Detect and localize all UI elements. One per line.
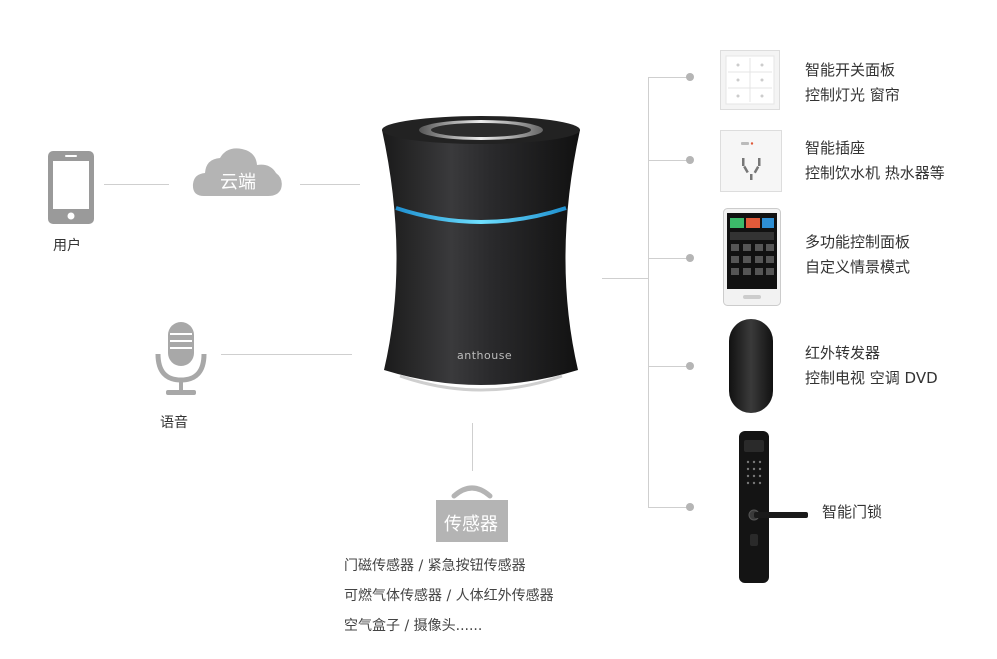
device-desc-ir: 控制电视 空调 DVD — [805, 366, 938, 390]
ir-transmitter-image — [728, 318, 774, 414]
control-panel-image — [723, 208, 781, 306]
device-desc-socket: 控制饮水机 热水器等 — [805, 161, 945, 185]
branch-line — [648, 507, 690, 508]
phone-icon — [47, 150, 95, 225]
sensor-line-2: 可燃气体传感器 / 人体红外传感器 — [344, 584, 554, 608]
tree-trunk-line — [648, 77, 649, 507]
sensor-line-3: 空气盒子 / 摄像头...... — [344, 614, 482, 638]
connector-line — [104, 184, 169, 185]
device-desc-control-panel: 自定义情景模式 — [805, 255, 910, 279]
connector-line — [300, 184, 360, 185]
device-title-switch-panel: 智能开关面板 — [805, 58, 895, 82]
sensor-box-label: 传感器 — [444, 510, 498, 536]
branch-line — [648, 77, 690, 78]
device-title-ir: 红外转发器 — [805, 341, 880, 365]
hub-brand-label: anthouse — [457, 349, 512, 362]
device-title-control-panel: 多功能控制面板 — [805, 230, 910, 254]
branch-dot — [686, 503, 694, 511]
anthouse-hub-device — [376, 108, 586, 408]
wifi-signal-icon — [450, 482, 494, 500]
device-title-socket: 智能插座 — [805, 136, 865, 160]
smart-socket-image — [720, 130, 782, 192]
branch-line — [648, 258, 690, 259]
connector-line — [221, 354, 352, 355]
device-desc-switch-panel: 控制灯光 窗帘 — [805, 83, 900, 107]
branch-dot — [686, 254, 694, 262]
cloud-label: 云端 — [220, 168, 256, 194]
connector-line — [472, 423, 473, 471]
user-label: 用户 — [53, 234, 81, 258]
microphone-icon — [152, 320, 210, 398]
branch-dot — [686, 156, 694, 164]
branch-line — [648, 160, 690, 161]
branch-line — [648, 366, 690, 367]
branch-dot — [686, 362, 694, 370]
switch-panel-image — [720, 50, 780, 110]
connector-line — [602, 278, 648, 279]
door-lock-image — [738, 430, 810, 584]
branch-dot — [686, 73, 694, 81]
voice-label: 语音 — [160, 411, 188, 435]
device-title-door-lock: 智能门锁 — [822, 500, 882, 524]
sensor-line-1: 门磁传感器 / 紧急按钮传感器 — [344, 554, 526, 578]
